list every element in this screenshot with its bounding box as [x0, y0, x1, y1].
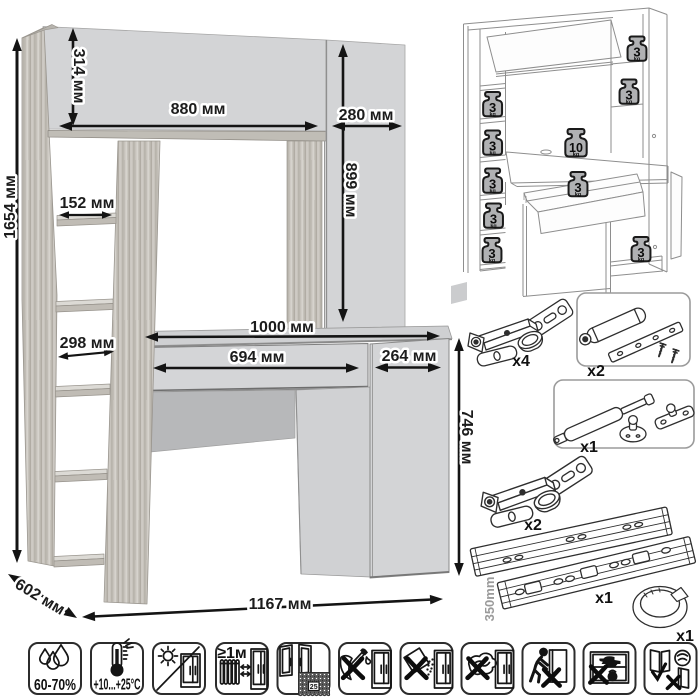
svg-text:25: 25: [310, 684, 318, 691]
svg-text:x1: x1: [676, 628, 694, 645]
svg-text:60-70%: 60-70%: [34, 677, 76, 694]
svg-text:x4: x4: [512, 353, 530, 370]
svg-text:314 мм: 314 мм: [70, 49, 87, 104]
svg-text:152 мм: 152 мм: [60, 195, 115, 212]
svg-text:x1: x1: [580, 439, 598, 456]
svg-text:+10...+25°C: +10...+25°C: [94, 677, 141, 694]
svg-text:880 мм: 880 мм: [171, 101, 226, 118]
svg-text:1000 мм: 1000 мм: [250, 319, 314, 336]
svg-text:264 мм: 264 мм: [382, 348, 437, 365]
svg-text:899 мм: 899 мм: [342, 163, 359, 218]
svg-text:746 мм: 746 мм: [458, 410, 475, 465]
svg-text:x2: x2: [587, 363, 605, 380]
svg-text:694 мм: 694 мм: [230, 349, 285, 366]
svg-text:≥1м: ≥1м: [217, 645, 247, 662]
svg-text:1654 мм: 1654 мм: [2, 175, 19, 239]
svg-text:x2: x2: [524, 517, 542, 534]
svg-text:x1: x1: [595, 590, 613, 607]
svg-text:1167 мм: 1167 мм: [249, 596, 312, 613]
svg-text:298 мм: 298 мм: [60, 335, 115, 352]
svg-text:350mm: 350mm: [482, 577, 497, 622]
svg-text:280 мм: 280 мм: [339, 107, 394, 124]
